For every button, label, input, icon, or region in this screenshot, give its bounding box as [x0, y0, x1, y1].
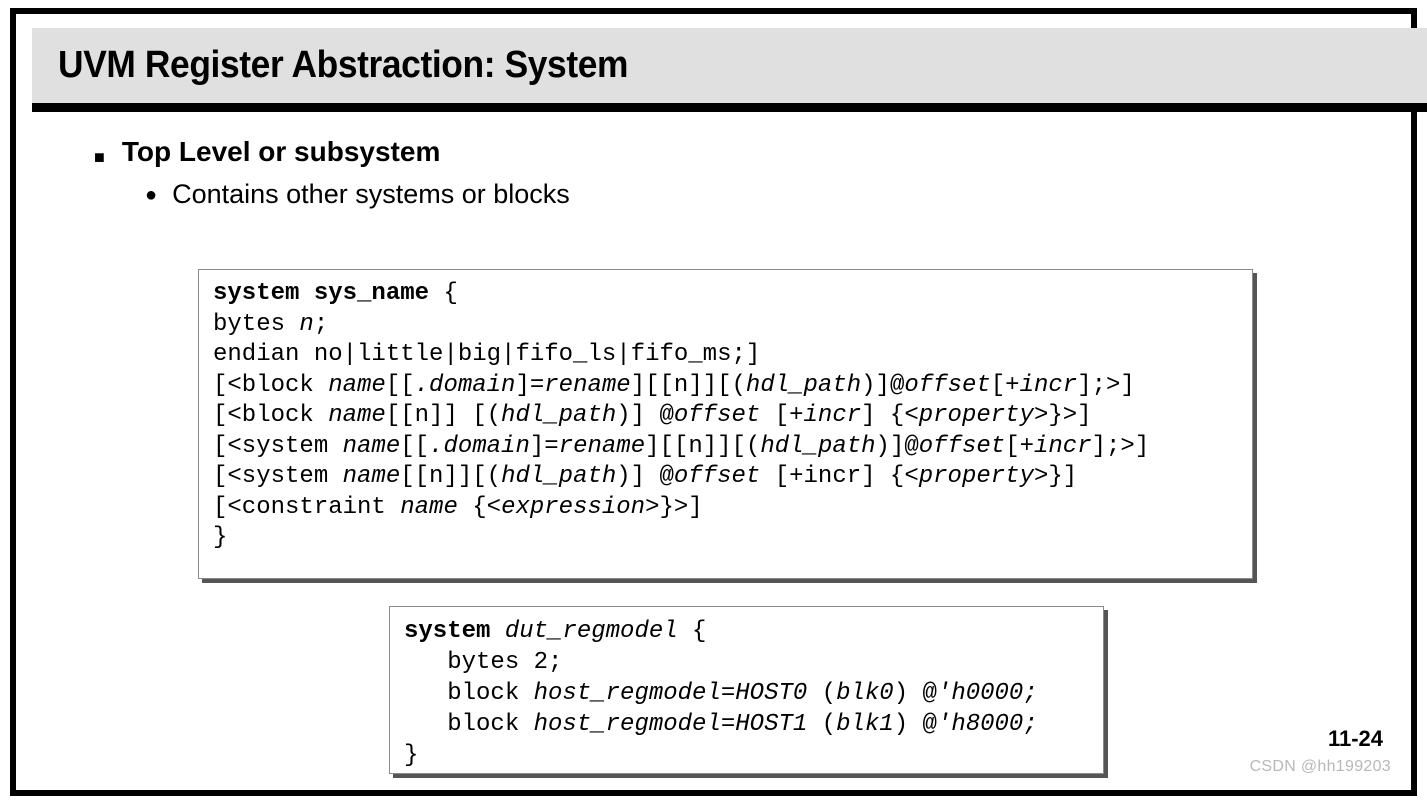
code-line: [<system name[[n]][(hdl_path)] @offset […	[213, 463, 1078, 490]
slide-body: ■ Top Level or subsystem ● Contains othe…	[32, 134, 1427, 216]
slide-frame: UVM Register Abstraction: System ■ Top L…	[10, 8, 1427, 796]
code-line: [<block name[[.domain]=rename][[n]][(hdl…	[213, 371, 1135, 399]
code-line: block host_regmodel=HOST1 (blk1) @'h8000…	[404, 711, 1038, 738]
code-line: }	[404, 742, 419, 769]
code-block-system-example: system dut_regmodel { bytes 2; block hos…	[389, 606, 1104, 774]
page-number: 11-24	[1327, 726, 1383, 751]
code-line: [<constraint name {<expression>}>]	[213, 493, 703, 521]
code-line: block host_regmodel=HOST0 (blk0) @'h0000…	[404, 680, 1038, 707]
code-line: bytes n;	[213, 310, 329, 338]
code-line: system dut_regmodel {	[404, 618, 707, 645]
bullet-level2-label: Contains other systems or blocks	[172, 178, 570, 209]
bullet-level1-label: Top Level or subsystem	[121, 136, 441, 167]
square-bullet-icon: ■	[94, 147, 105, 167]
code-line: [<system name[[.domain]=rename][[n]][(hd…	[213, 432, 1150, 460]
code-line: [<block name[[n]] [(hdl_path)] @offset […	[213, 402, 1092, 429]
page-title: UVM Register Abstraction: System	[58, 44, 629, 86]
code-line: }	[213, 524, 228, 551]
round-bullet-icon: ●	[145, 183, 158, 206]
code-block-system-syntax: system sys_name { bytes n; endian no|littl…	[198, 269, 1253, 579]
slide-title-bar: UVM Register Abstraction: System	[32, 28, 1427, 112]
bullet-level1: ■ Top Level or subsystem	[32, 134, 1427, 171]
code-line: bytes 2;	[404, 649, 563, 676]
code-line: endian no|little|big|fifo_ls|fifo_ms;]	[213, 341, 761, 368]
code-line: system sys_name {	[213, 280, 458, 307]
bullet-level2: ● Contains other systems or blocks	[32, 177, 1427, 212]
watermark: CSDN @hh199203	[1249, 758, 1391, 775]
